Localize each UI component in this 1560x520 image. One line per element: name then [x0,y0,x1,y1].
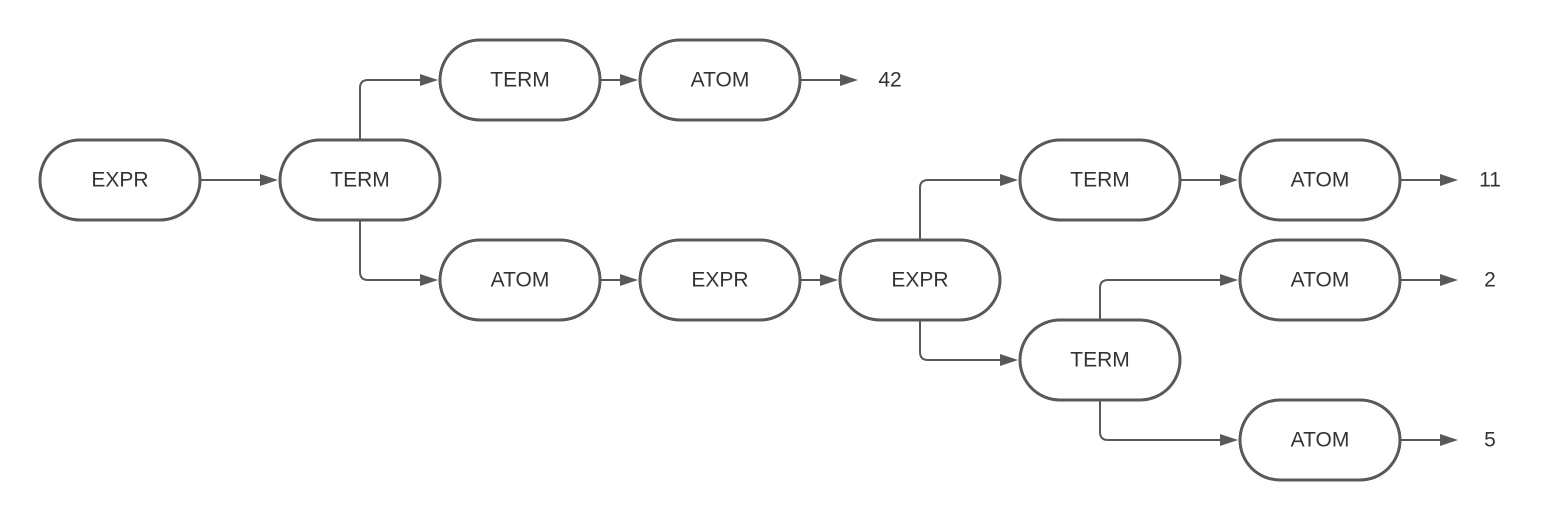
arrowhead-icon [1220,174,1238,186]
edge-connector [919,320,1018,366]
arrowhead-icon [1440,434,1458,446]
edge-line [1099,279,1224,320]
node-expr[interactable]: EXPR [838,238,1002,322]
arrowhead-icon [1220,434,1238,446]
arrowhead-icon [1000,174,1018,186]
edge-line [359,79,424,140]
edge-connector [1180,174,1238,186]
edge-line [1099,400,1224,441]
arrowhead-icon [1220,274,1238,286]
edge-connector [1400,434,1458,446]
node-label: TERM [490,69,550,92]
edge-connector [1400,274,1458,286]
node-atom[interactable]: ATOM [1238,238,1402,322]
arrowhead-icon [260,174,278,186]
edge-connector [600,74,638,86]
node-expr-root[interactable]: EXPR [38,138,202,222]
node-term[interactable]: TERM [278,138,442,222]
node-expr[interactable]: EXPR [638,238,802,322]
arrowhead-icon [1440,274,1458,286]
arrowhead-icon [1440,174,1458,186]
edge-connector [600,274,638,286]
node-label: EXPR [691,269,748,292]
edge-connector [800,274,838,286]
edge-line [919,179,1004,240]
node-label: TERM [330,169,390,192]
node-term[interactable]: TERM [438,38,602,122]
arrowhead-icon [420,74,438,86]
edge-line [919,320,1004,361]
arrowhead-icon [620,274,638,286]
edges-layer [200,74,1458,446]
node-label: ATOM [1291,429,1350,452]
node-label: ATOM [1291,269,1350,292]
arrowhead-icon [620,74,638,86]
leaf-value: 42 [878,69,901,92]
leaf-value: 11 [1479,169,1501,192]
node-term[interactable]: TERM [1018,318,1182,402]
node-label: EXPR [91,169,148,192]
edge-line [359,220,424,281]
edge-connector [1400,174,1458,186]
arrowhead-icon [420,274,438,286]
node-atom[interactable]: ATOM [638,38,802,122]
edge-connector [1099,274,1238,320]
edge-connector [800,74,858,86]
node-term[interactable]: TERM [1018,138,1182,222]
arrowhead-icon [1000,354,1018,366]
node-label: EXPR [891,269,948,292]
edge-connector [919,174,1018,240]
node-label: TERM [1070,349,1130,372]
arrowhead-icon [840,74,858,86]
node-label: TERM [1070,169,1130,192]
leaf-value: 5 [1484,429,1496,452]
node-label: ATOM [1291,169,1350,192]
edge-connector [359,74,438,140]
edge-connector [1099,400,1238,446]
node-atom[interactable]: ATOM [1238,398,1402,482]
leaf-value: 2 [1484,269,1496,292]
edge-connector [200,174,278,186]
node-label: ATOM [491,269,550,292]
node-label: ATOM [691,69,750,92]
node-atom[interactable]: ATOM [1238,138,1402,222]
arrowhead-icon [820,274,838,286]
edge-connector [359,220,438,286]
node-atom[interactable]: ATOM [438,238,602,322]
